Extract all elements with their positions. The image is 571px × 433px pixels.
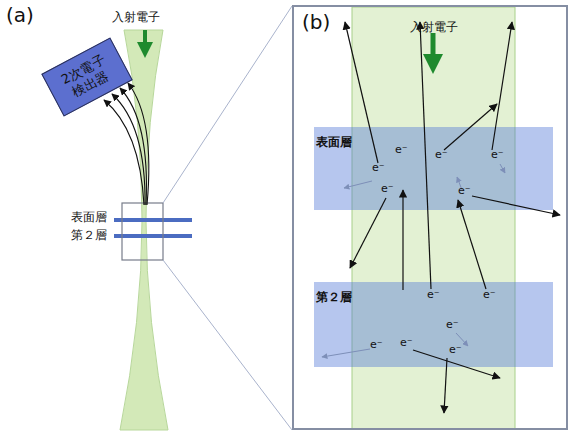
electron-label: e⁻ [370, 339, 383, 351]
surface-layer-line [114, 218, 192, 222]
electron-path [402, 190, 403, 290]
incident-arrow [143, 30, 147, 50]
electron-path [120, 88, 146, 205]
node-text: 第２層 [316, 289, 352, 306]
beam-label: 入射電子 [112, 11, 160, 24]
panel-label: (a) [6, 4, 34, 26]
electron-label: e⁻ [381, 183, 394, 195]
electron-label: e⁻ [427, 289, 440, 301]
electron-beam [120, 30, 168, 430]
electron-path [128, 83, 149, 205]
electron-label: e⁻ [435, 149, 448, 161]
node-text: 2次電子 検出器 [53, 49, 121, 106]
electron-path [458, 200, 486, 289]
zoom-line [163, 260, 292, 430]
electron-label: e⁻ [458, 185, 471, 197]
detector-box: 2次電子 検出器 [41, 37, 132, 116]
node-text: (b) [302, 10, 330, 34]
electron-path [112, 94, 145, 205]
surface-layer-band: 表面層 [314, 127, 553, 210]
node-text: 表面層 [316, 134, 352, 151]
incident-arrow [431, 33, 436, 64]
zoom-box [122, 203, 163, 260]
electron-label: e⁻ [483, 289, 496, 301]
electron-path [104, 100, 144, 205]
electron-label: e⁻ [395, 144, 408, 156]
electron-label: e⁻ [400, 337, 413, 349]
panel-frame: (b) 表面層第２層 [292, 5, 568, 430]
electron-label: e⁻ [491, 149, 504, 161]
secondary-electron-paths [104, 83, 149, 205]
beam-label: 入射電子 [410, 21, 458, 34]
electron-label: e⁻ [446, 319, 459, 331]
electron-label: e⁻ [372, 162, 385, 174]
layer-label: 表面層 [71, 211, 107, 224]
zoom-line [163, 6, 292, 203]
electron-label: e⁻ [449, 344, 462, 356]
layer-label: 第２層 [71, 229, 107, 242]
second-layer-line [114, 234, 192, 238]
